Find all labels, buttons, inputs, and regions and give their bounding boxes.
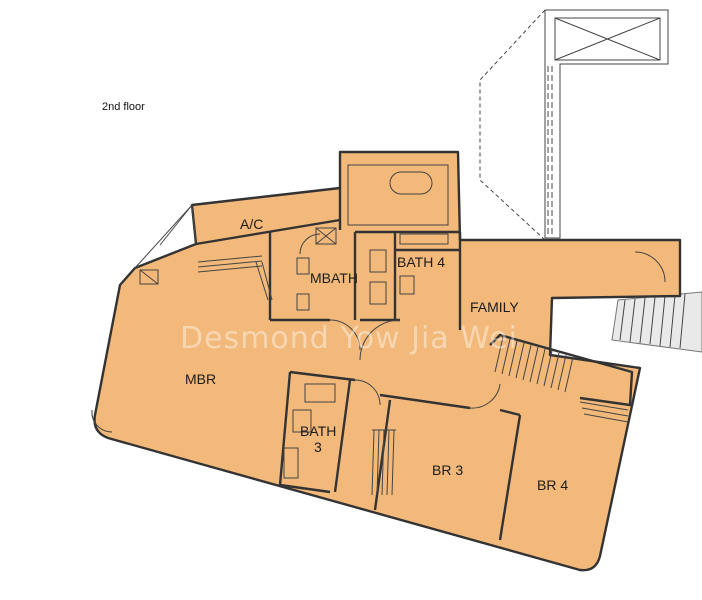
room-label-bath3-line2: 3: [314, 439, 322, 455]
room-label-br3: BR 3: [432, 462, 463, 478]
doors: [91, 233, 666, 433]
stairs: [197, 255, 629, 496]
floor-label: 2nd floor: [102, 101, 145, 113]
room-label-br4: BR 4: [537, 477, 568, 493]
room-label-bath4: BATH 4: [397, 254, 445, 270]
watermark: Desmond Yow Jia Wei: [180, 321, 518, 356]
room-label-family: FAMILY: [470, 299, 519, 315]
fixtures: [139, 164, 449, 479]
room-label-mbr: MBR: [185, 371, 216, 387]
outside-stair: [611, 291, 702, 353]
room-label-mbath: MBATH: [310, 270, 358, 286]
room-labels: A/C MBATH BATH 4 FAMILY MBR BATH 3 BR 3 …: [185, 216, 568, 493]
room-label-bath3-line1: BATH: [300, 423, 336, 439]
balcony-outline: [479, 9, 669, 241]
room-label-ac: A/C: [240, 216, 263, 232]
